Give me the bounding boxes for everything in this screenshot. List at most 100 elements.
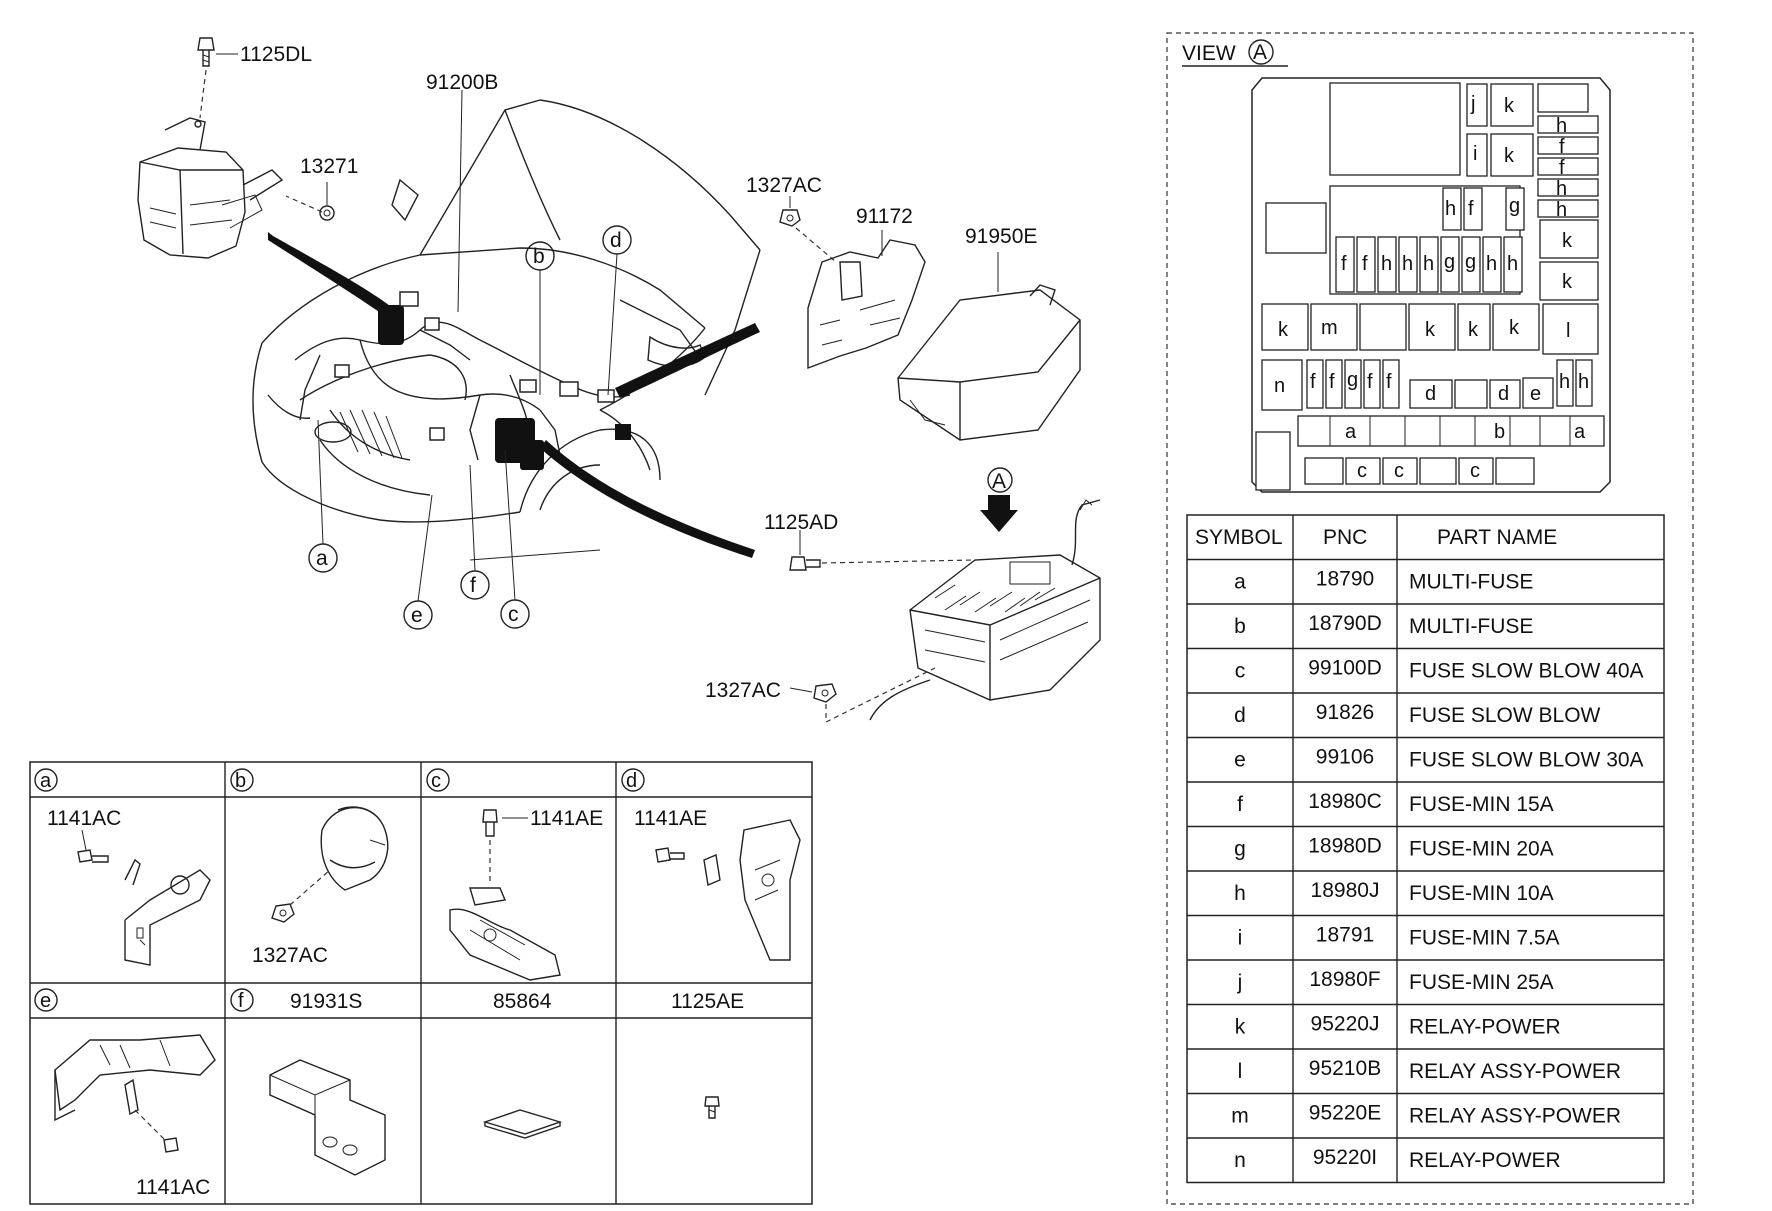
detail-label-1141AC-e: 1141AC	[136, 1176, 210, 1199]
detail-label-1141AC-a: 1141AC	[47, 807, 121, 830]
svg-text:d: d	[1425, 383, 1436, 405]
svg-text:h: h	[1507, 253, 1518, 275]
legend-symbol: d	[1234, 704, 1246, 727]
svg-text:h: h	[1381, 253, 1392, 275]
legend-symbol: h	[1234, 882, 1246, 905]
bolt-1125AD-icon	[789, 556, 821, 571]
bolt-1125DL-icon	[197, 37, 215, 67]
detail-cell-f: f 91931S	[230, 988, 386, 1176]
svg-text:h: h	[1578, 371, 1589, 393]
legend-header-part-name: PART NAME	[1437, 526, 1557, 549]
legend-header-symbol: SYMBOL	[1195, 526, 1283, 549]
svg-text:f: f	[1362, 253, 1368, 275]
wiring-harness-drawing	[294, 291, 631, 470]
svg-text:g: g	[1444, 251, 1455, 273]
svg-text:h: h	[1556, 178, 1567, 200]
svg-text:k: k	[1509, 317, 1520, 339]
legend-pnc: 18980D	[1308, 835, 1382, 858]
detail-cell-1125AE: 1125AE	[671, 990, 744, 1119]
detail-label-85864: 85864	[493, 990, 552, 1013]
svg-text:f: f	[1386, 371, 1392, 393]
callout-b: b	[525, 241, 555, 271]
svg-text:h: h	[1556, 115, 1567, 137]
svg-text:k: k	[1504, 145, 1515, 167]
svg-text:h: h	[1486, 253, 1497, 275]
detail-label-91931S: 91931S	[290, 990, 362, 1013]
legend-part-name: RELAY ASSY-POWER	[1409, 1105, 1621, 1128]
svg-text:a: a	[1574, 421, 1586, 443]
callout-c: c	[500, 599, 530, 629]
legend-row: c 99100D FUSE SLOW BLOW 40A	[1235, 657, 1644, 683]
svg-text:a: a	[40, 770, 52, 792]
legend-part-name: MULTI-FUSE	[1409, 615, 1533, 638]
legend-symbol: f	[1237, 793, 1243, 816]
callout-d: d	[602, 225, 632, 255]
detail-cell-b: b 1327AC	[230, 768, 389, 967]
svg-text:g: g	[1509, 195, 1520, 217]
svg-text:c: c	[431, 770, 441, 792]
legend-part-name: FUSE SLOW BLOW	[1409, 704, 1601, 727]
svg-text:f: f	[470, 574, 476, 597]
legend-pnc: 99106	[1316, 746, 1374, 769]
svg-text:f: f	[1559, 136, 1565, 158]
svg-text:k: k	[1425, 319, 1436, 341]
detail-label-1141AE-c: 1141AE	[530, 807, 603, 830]
svg-text:b: b	[533, 245, 545, 268]
legend-symbol: n	[1234, 1149, 1246, 1172]
legend-pnc: 18980J	[1311, 879, 1380, 902]
legend-symbol: j	[1237, 971, 1243, 994]
svg-text:k: k	[1468, 319, 1479, 341]
legend-pnc: 18790	[1316, 568, 1374, 591]
svg-text:e: e	[1530, 383, 1541, 405]
detail-label-1125AE: 1125AE	[671, 990, 744, 1013]
legend-pnc: 99100D	[1308, 657, 1382, 680]
svg-text:k: k	[1504, 95, 1515, 117]
legend-part-name: RELAY-POWER	[1409, 1149, 1561, 1172]
svg-text:A: A	[992, 470, 1006, 493]
svg-text:k: k	[1278, 319, 1289, 341]
legend-pnc: 95220J	[1311, 1013, 1380, 1036]
detail-cell-c: c 1141AE	[426, 768, 603, 981]
svg-text:f: f	[1367, 371, 1373, 393]
legend-symbol: c	[1235, 660, 1246, 683]
callout-e: e	[403, 600, 433, 630]
legend-part-name: FUSE-MIN 20A	[1409, 838, 1554, 861]
part-label-91172: 91172	[856, 205, 913, 228]
legend-part-name: FUSE SLOW BLOW 30A	[1409, 749, 1644, 772]
view-A-panel: VIEW A j k i k h f f h h h f g f	[1166, 32, 1694, 1205]
svg-text:g: g	[1465, 251, 1476, 273]
legend-pnc: 95210B	[1309, 1057, 1381, 1080]
svg-text:b: b	[235, 770, 246, 792]
detail-cell-d: d 1141AE	[621, 768, 801, 961]
legend-pnc: 91826	[1316, 701, 1374, 724]
nut-1327AC-top-icon	[779, 209, 801, 227]
svg-text:n: n	[1274, 375, 1285, 397]
legend-symbol: b	[1234, 615, 1246, 638]
svg-text:h: h	[1402, 253, 1413, 275]
svg-text:c: c	[508, 603, 519, 626]
part-label-91200B: 91200B	[426, 71, 498, 94]
legend-part-name: FUSE-MIN 7.5A	[1409, 927, 1560, 950]
fuse-layout: j k i k h f f h h h f g f f h h h g g h …	[1261, 83, 1605, 485]
svg-text:d: d	[626, 770, 637, 792]
part-label-13271: 13271	[300, 155, 358, 178]
svg-text:e: e	[411, 604, 423, 627]
legend-row: d 91826 FUSE SLOW BLOW	[1234, 701, 1600, 727]
svg-text:d: d	[610, 229, 622, 252]
legend-part-name: MULTI-FUSE	[1409, 571, 1533, 594]
svg-text:h: h	[1445, 198, 1456, 220]
svg-text:m: m	[1321, 317, 1338, 339]
legend-part-name: FUSE SLOW BLOW 40A	[1409, 660, 1644, 683]
svg-text:c: c	[1357, 460, 1367, 482]
legend-pnc: 18790D	[1308, 612, 1382, 635]
legend-part-name: RELAY-POWER	[1409, 1016, 1561, 1039]
svg-text:k: k	[1562, 271, 1573, 293]
part-label-1327AC-top: 1327AC	[746, 174, 822, 197]
callout-a: a	[308, 543, 338, 573]
svg-text:h: h	[1556, 199, 1567, 221]
